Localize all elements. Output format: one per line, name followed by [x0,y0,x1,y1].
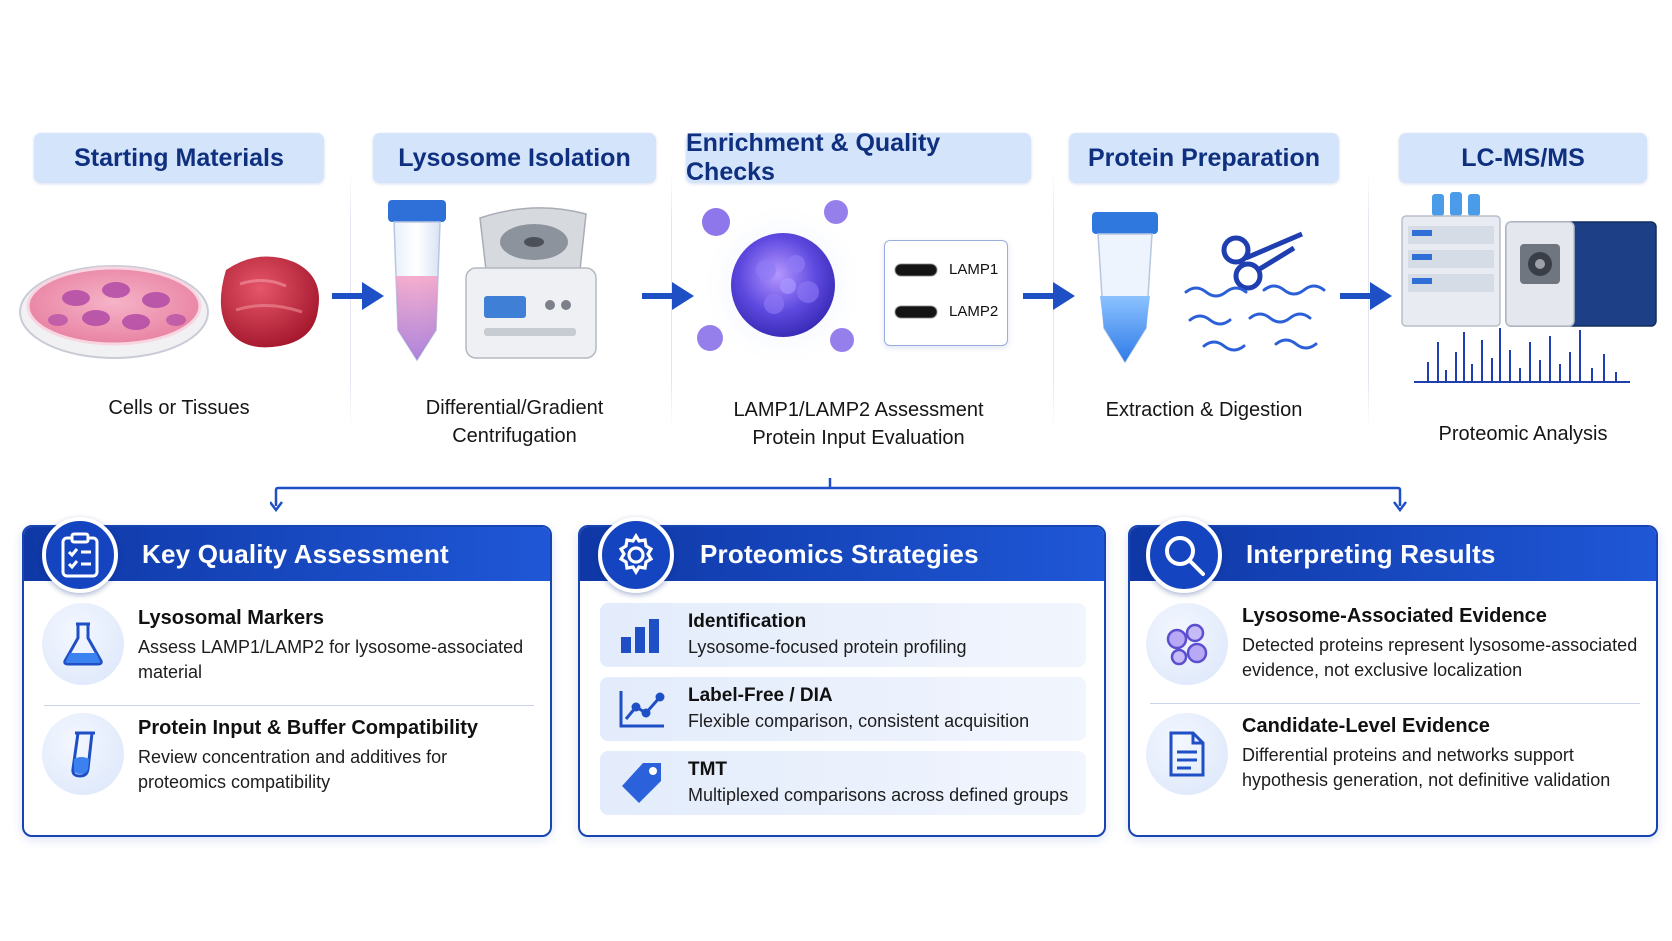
clipboard-icon [42,517,118,593]
item-title-protein-input: Protein Input & Buffer Compatibility [138,717,478,739]
caption-line: Differential/Gradient [425,397,604,419]
digestion-illustration [1092,212,1326,364]
lcms-illustration [1401,192,1657,383]
panel-title: Key Quality Assessment [142,538,449,569]
strategy-desc: Multiplexed comparisons across defined g… [688,785,1069,805]
desc-line: proteomics compatibility [138,772,331,792]
strategy-row-tmt: TMT Multiplexed comparisons across defin… [600,751,1086,815]
stage-divider [671,170,672,430]
stage-caption-isolation: Differential/Gradient Centrifugation [373,394,656,450]
caption-line: Protein Input Evaluation [752,427,965,449]
document-icon [1146,713,1228,795]
scissors-icon [1221,231,1303,291]
item-desc: Review concentration and additives for p… [138,745,447,795]
strategy-title: Identification [688,611,807,632]
desc-line: Detected proteins represent lysosome-ass… [1242,635,1638,655]
test-tube-icon [42,713,124,795]
flask-icon [42,603,124,685]
magnifier-icon [1146,517,1222,593]
gear-icon [598,517,674,593]
item-title-lysosome-evidence: Lysosome-Associated Evidence [1242,605,1547,627]
blot-row-lamp1: LAMP1 [895,261,998,278]
desc-line: Differential proteins and networks suppo… [1242,745,1574,765]
divider [1150,703,1640,704]
panel-title: Interpreting Results [1246,538,1496,569]
line-chart-icon [604,681,680,737]
panel-interpreting-results: Interpreting Results Lysosome-Associated… [1128,517,1658,837]
divider [44,705,534,706]
cells-tissues-illustration [19,256,319,359]
panel-title: Proteomics Strategies [700,538,979,569]
stage-caption-lcms: Proteomic Analysis [1399,420,1647,448]
western-blot-box: LAMP1 LAMP2 [884,240,1008,346]
bar-chart-icon [604,607,680,663]
desc-line: evidence, not exclusive localization [1242,660,1523,680]
caption-line: Proteomic Analysis [1438,423,1608,445]
stage-title-lysosome-isolation: Lysosome Isolation [373,133,656,183]
stage-title-starting-materials: Starting Materials [34,133,324,183]
petri-dish-icon [19,265,209,359]
item-title-lysosomal-markers: Lysosomal Markers [138,607,325,629]
flow-arrow-icon [332,282,384,310]
item-desc: Assess LAMP1/LAMP2 for lysosome-associat… [138,635,523,685]
vesicle-icon [824,200,848,224]
tube-icon [1092,212,1158,364]
panel-key-quality-assessment: Key Quality Assessment Lysosomal Markers… [22,517,552,837]
desc-line: material [138,662,203,682]
stage-title-enrichment: Enrichment & Quality Checks [686,129,1031,186]
caption-line: Centrifugation [452,425,577,447]
bracket-connector [270,478,1407,512]
vesicle-icon [830,328,854,352]
stage-title-lcms: LC-MS/MS [1399,133,1647,183]
peptide-icon [1184,284,1326,352]
flow-arrow-icon [1023,282,1075,310]
lysosome-icon [731,233,835,337]
vesicle-icon [697,325,723,351]
blot-row-lamp2: LAMP2 [895,303,998,320]
flow-arrow-icon [1340,282,1392,310]
stage-caption-enrichment: LAMP1/LAMP2 Assessment Protein Input Eva… [686,396,1031,452]
blot-band [895,263,937,276]
vesicle-icon [702,208,730,236]
item-desc: Differential proteins and networks suppo… [1242,743,1610,793]
tag-icon [604,755,680,811]
blot-label-lamp2: LAMP2 [949,303,999,320]
lysosome-illustration [697,200,868,365]
item-title-candidate-evidence: Candidate-Level Evidence [1242,715,1490,737]
strategy-title: Label-Free / DIA [688,685,833,706]
desc-line: Assess LAMP1/LAMP2 for lysosome-associat… [138,637,524,657]
item-desc: Detected proteins represent lysosome-ass… [1242,633,1637,683]
stage-caption-starting: Cells or Tissues [34,394,324,422]
stage-caption-preparation: Extraction & Digestion [1069,396,1339,424]
flow-arrow-icon [642,282,694,310]
panel-proteomics-strategies: Proteomics Strategies Identification Lys… [578,517,1106,837]
blot-label-lamp1: LAMP1 [949,261,999,278]
desc-line: hypothesis generation, not definitive va… [1242,770,1611,790]
mass-spectrometer-icon [1505,221,1657,327]
blot-band [895,305,937,318]
centrifuge-icon [465,207,597,359]
desc-line: Review concentration and additives for [138,747,448,767]
stage-title-protein-preparation: Protein Preparation [1069,133,1339,183]
strategy-desc: Lysosome-focused protein profiling [688,637,967,657]
caption-line: LAMP1/LAMP2 Assessment [733,399,984,421]
cell-cluster-icon [1146,603,1228,685]
stage-divider [1368,170,1369,430]
caption-line: Cells or Tissues [108,397,250,419]
strategy-title: TMT [688,759,728,780]
tube-icon [388,200,446,362]
tissue-icon [220,256,319,348]
stage-divider [350,170,351,430]
centrifuge-illustration [388,200,597,362]
spectrum-icon [1414,328,1630,383]
caption-line: Extraction & Digestion [1105,399,1303,421]
strategy-desc: Flexible comparison, consistent acquisit… [688,711,1030,731]
lc-instrument-icon [1401,192,1501,327]
strategy-row-label-free: Label-Free / DIA Flexible comparison, co… [600,677,1086,741]
strategy-row-identification: Identification Lysosome-focused protein … [600,603,1086,667]
